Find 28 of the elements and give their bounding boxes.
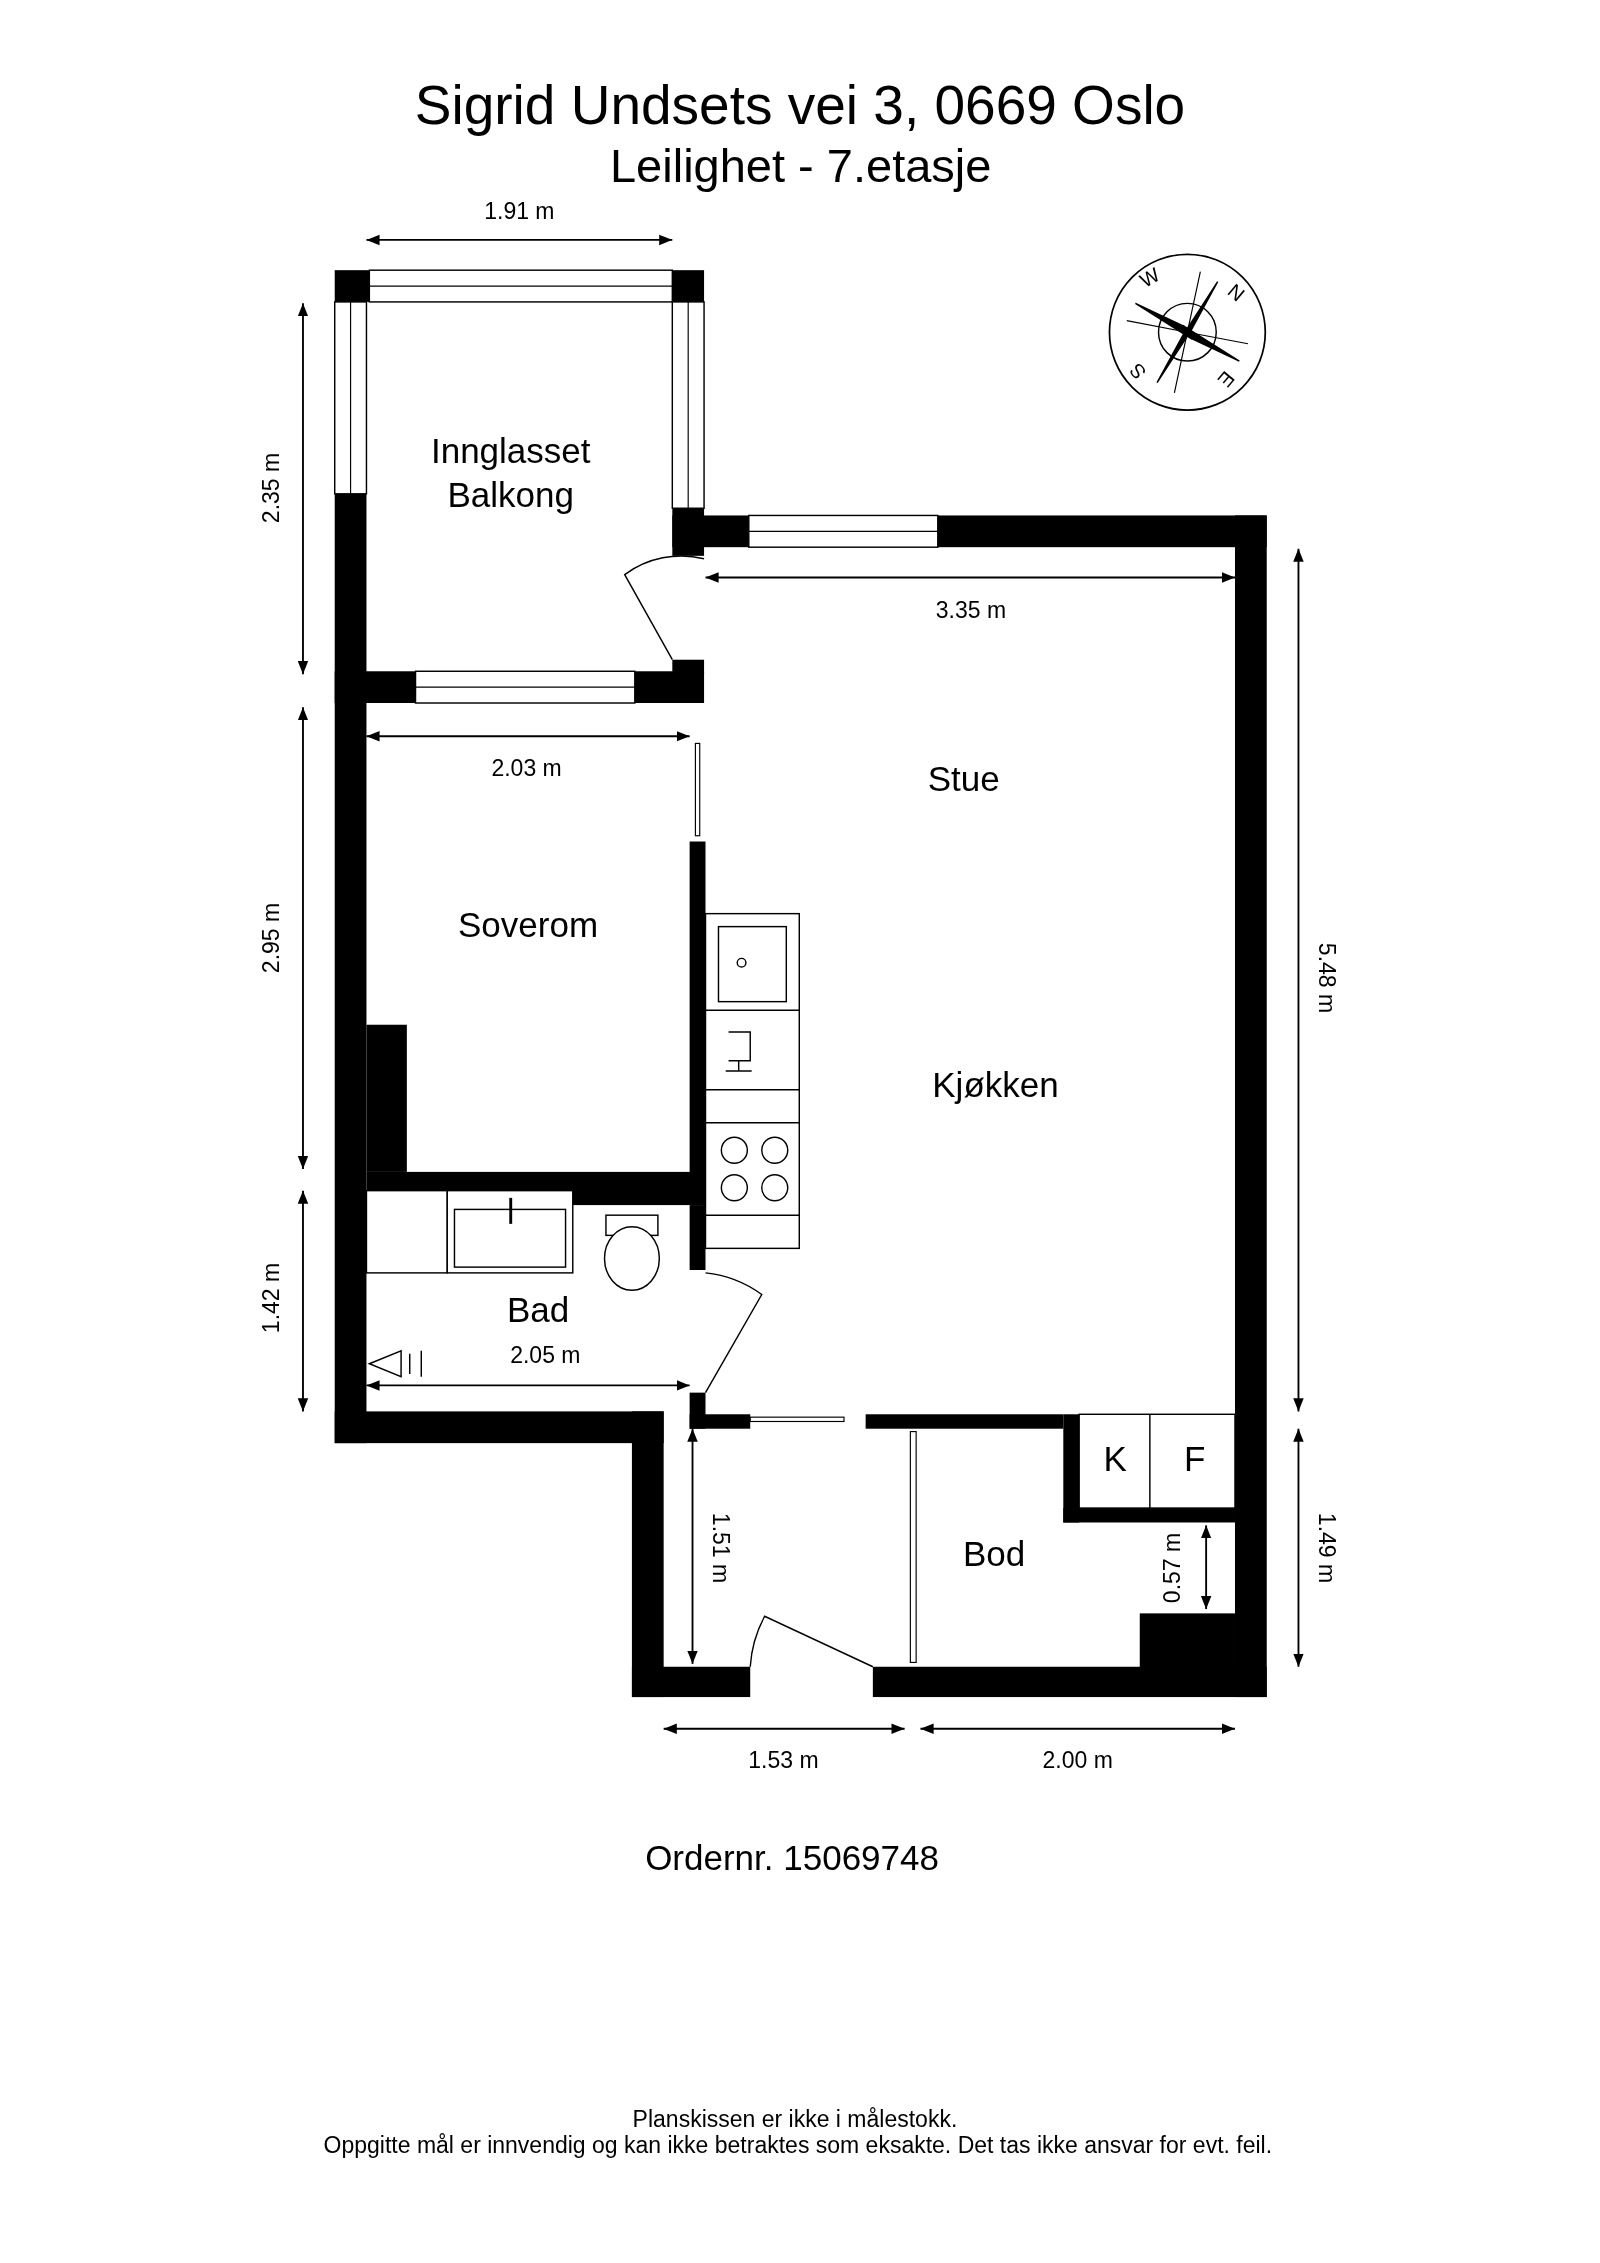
dimension-label: 1.53 m	[748, 1745, 819, 1775]
room-label: F	[1183, 1437, 1206, 1480]
compass-letter: E	[1213, 366, 1241, 393]
room-label: Bad	[507, 1289, 570, 1332]
room-label: Bod	[962, 1532, 1026, 1575]
dimension-label: 0.57 m	[1157, 1533, 1186, 1604]
room-label: Soverom	[458, 903, 599, 946]
room-label: K	[1103, 1437, 1127, 1480]
compass-letter: N	[1223, 278, 1250, 308]
dimension-label: 2.05 m	[510, 1340, 581, 1370]
compass-letter: W	[1135, 262, 1165, 294]
dimension-label: 1.51 m	[707, 1512, 736, 1584]
compass-letter: S	[1124, 357, 1152, 384]
dimension-label: 5.48 m	[1313, 943, 1342, 1014]
dimension-label: 2.00 m	[1042, 1745, 1113, 1775]
room-label: Kjøkken	[932, 1064, 1059, 1107]
dimension-label: 2.03 m	[491, 753, 562, 782]
dimension-label: 2.35 m	[256, 452, 285, 523]
subtitle: Leilighet - 7.etasje	[610, 137, 992, 194]
room-label: Stue	[927, 758, 1000, 801]
room-label: Innglasset Balkong	[429, 430, 592, 517]
dimension-label: 1.42 m	[256, 1263, 285, 1334]
dimension-label: 3.35 m	[935, 595, 1007, 625]
dimension-label: 1.91 m	[484, 196, 555, 225]
dimension-label: 2.95 m	[256, 902, 285, 973]
order-number: Ordernr. 15069748	[645, 1837, 939, 1880]
dimension-label: 1.49 m	[1313, 1512, 1342, 1584]
title: Sigrid Undsets vei 3, 0669 Oslo	[414, 72, 1186, 138]
